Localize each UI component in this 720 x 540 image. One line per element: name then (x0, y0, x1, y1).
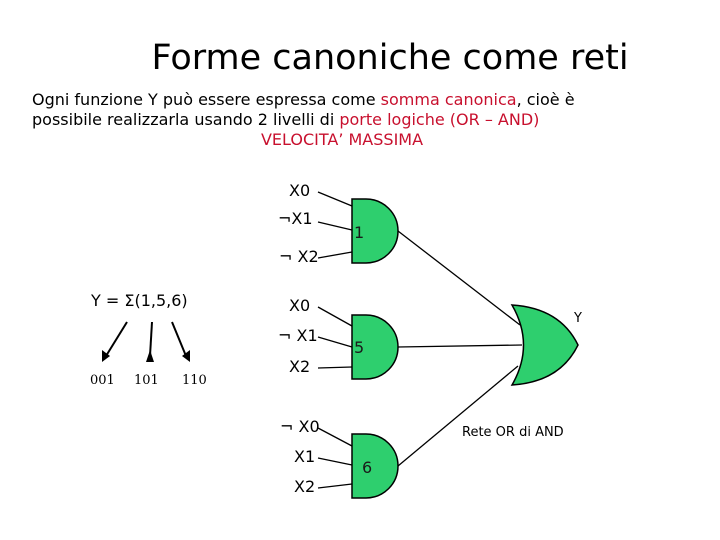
arrow-1 (105, 321, 128, 357)
gate2-input-not-x1: ¬ X1 (278, 326, 318, 345)
gate3-input-x1: X1 (294, 447, 315, 466)
intro-part: Ogni funzione Y può essere espressa come (32, 90, 381, 109)
arrowhead-1 (102, 350, 110, 362)
gate1-label: 1 (354, 223, 364, 242)
gate1-input-not-x2: ¬ X2 (279, 247, 319, 266)
gate2-input-x2: X2 (289, 357, 310, 376)
minterm-101: 101 (134, 373, 159, 388)
arrow-2 (149, 321, 153, 357)
speed-note: VELOCITA’ MASSIMA (260, 130, 424, 149)
function-label: Y = Σ(1,5,6) (90, 291, 188, 310)
gate2-input-x0: X0 (289, 296, 310, 315)
intro-text: Ogni funzione Y può essere espressa come… (32, 90, 652, 150)
and-gate-2 (351, 314, 399, 380)
or-gate (510, 304, 579, 386)
gate1-input-not-x1: ¬X1 (278, 209, 313, 228)
gate1-input-x0: X0 (289, 181, 310, 200)
gate3-input-not-x0: ¬ X0 (280, 417, 320, 436)
minterm-arrows (105, 321, 187, 357)
intro-highlight: somma canonica (380, 90, 517, 109)
gate3-label: 6 (362, 458, 372, 477)
arrowhead-3 (182, 350, 190, 362)
and-gate-1 (351, 198, 399, 264)
intro-highlight: porte logiche (OR – AND) (339, 110, 540, 129)
arrow-heads (102, 350, 190, 362)
intro-part: , cioè è (516, 90, 575, 109)
input-wires (317, 191, 353, 489)
minterm-110: 110 (182, 373, 207, 388)
arrow-3 (171, 321, 187, 357)
and-gate-3 (351, 433, 399, 499)
intro-part: possibile realizzarla usando 2 livelli d… (32, 110, 340, 129)
minterm-001: 001 (90, 373, 115, 388)
caption: Rete OR di AND (462, 425, 564, 440)
output-label-y: Y (573, 311, 582, 326)
page-title: Forme canoniche come reti (151, 38, 629, 78)
gate2-label: 5 (354, 338, 364, 357)
gate3-input-x2: X2 (294, 477, 315, 496)
arrowhead-2 (146, 350, 154, 362)
and-to-or-wires (397, 230, 523, 467)
